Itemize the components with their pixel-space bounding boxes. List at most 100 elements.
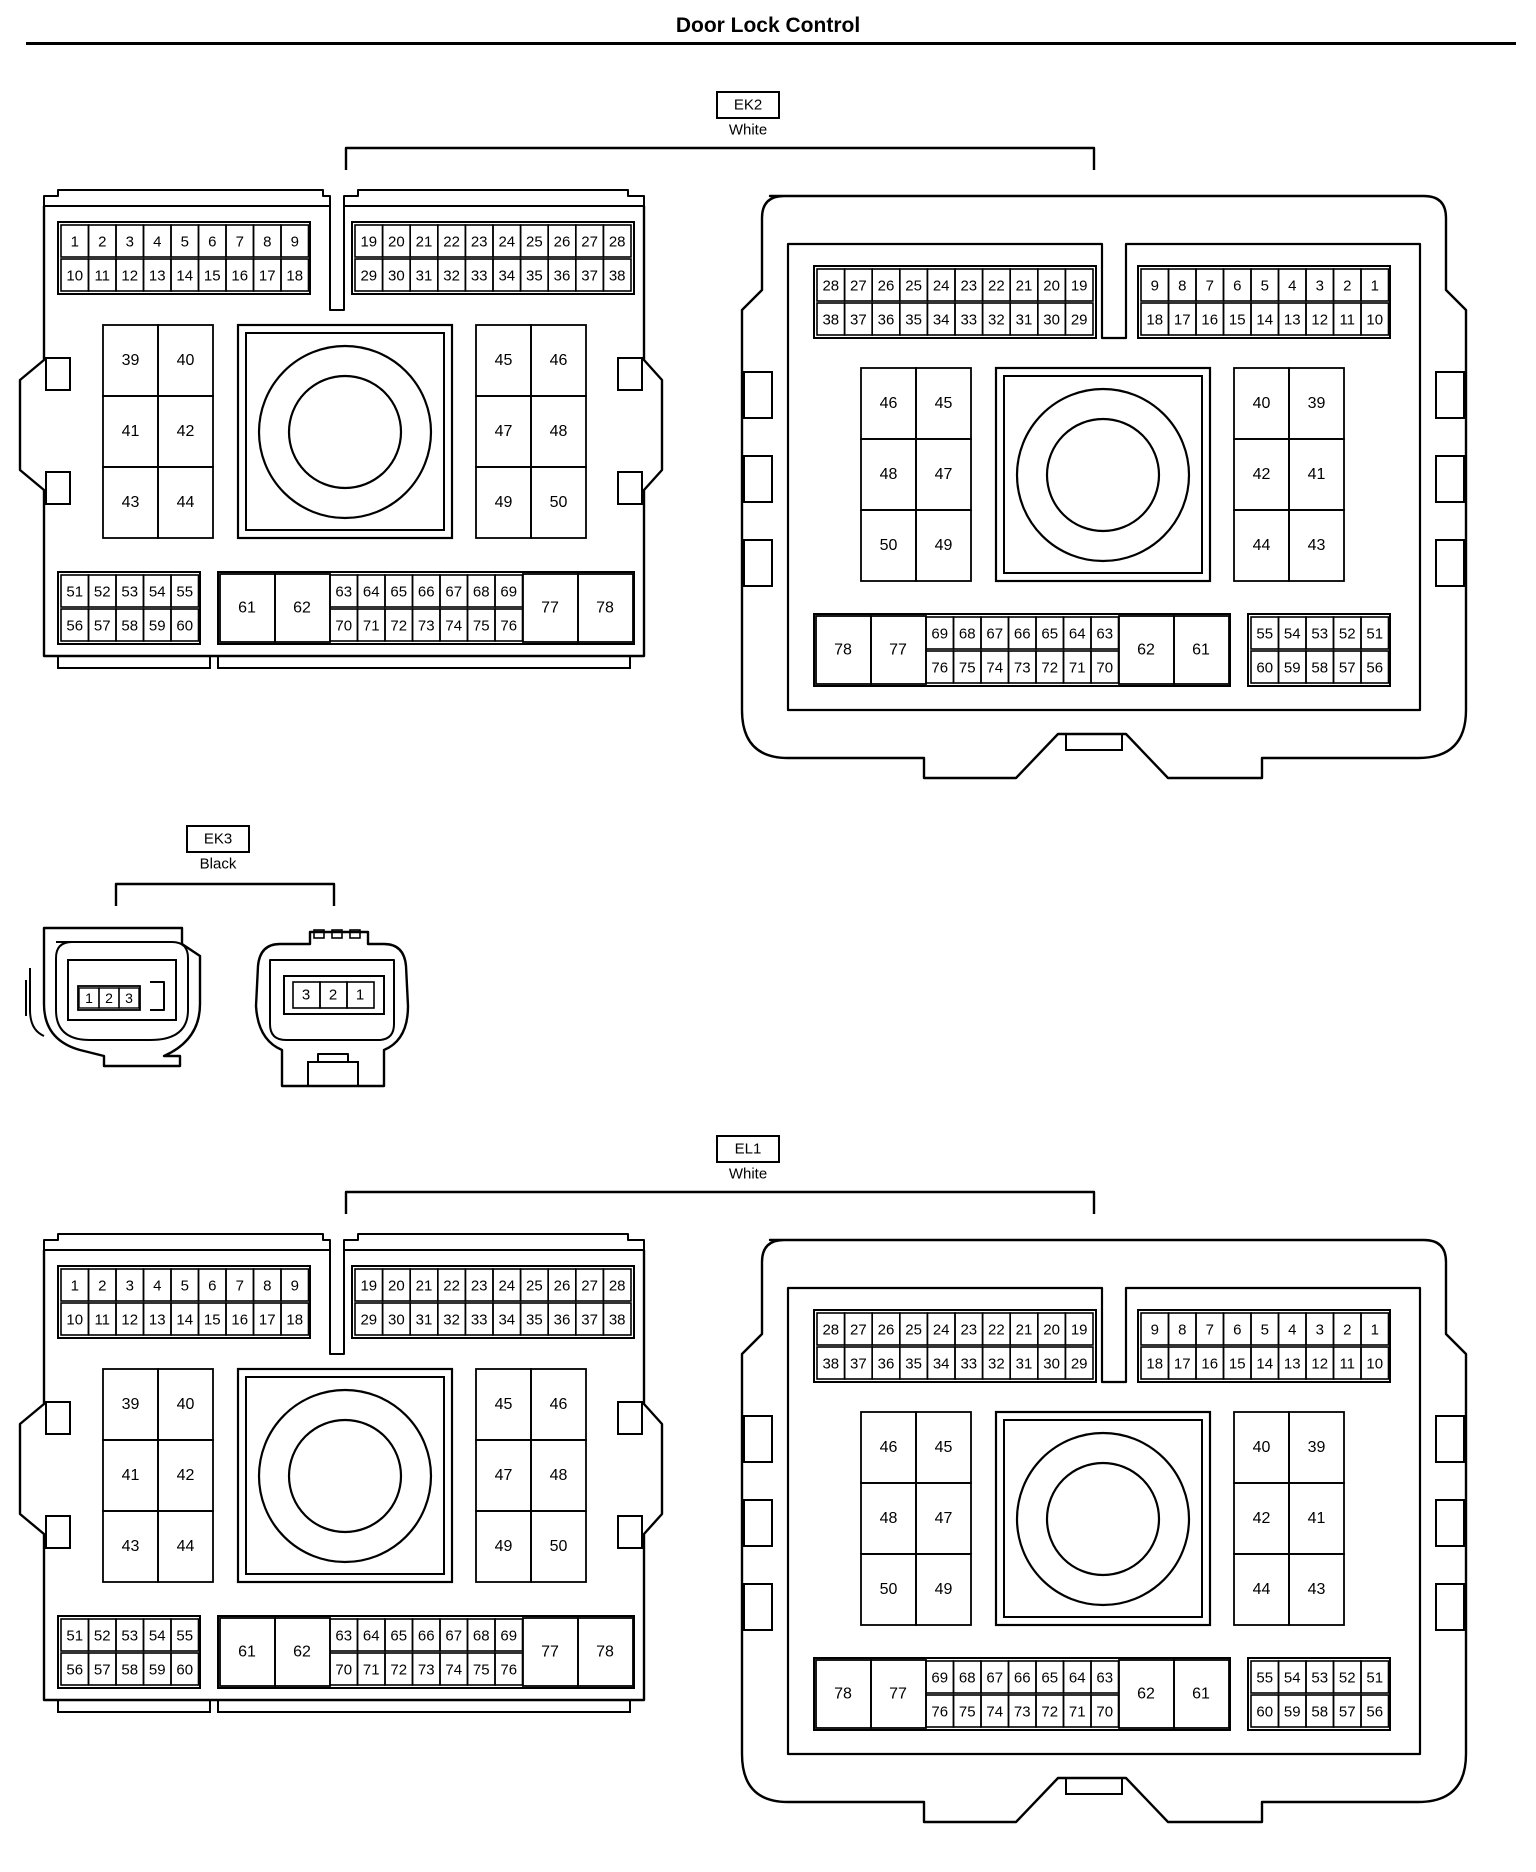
latch <box>743 455 773 503</box>
pin-label: 67 <box>445 1628 462 1645</box>
pin-label: 73 <box>418 618 435 635</box>
pin-cell <box>915 509 972 582</box>
pin-label: 42 <box>177 1467 195 1484</box>
pin-label: 19 <box>360 234 377 251</box>
pin-label: 53 <box>1311 1670 1328 1687</box>
pin-label: 29 <box>1071 1356 1088 1373</box>
pin-label: 7 <box>236 1278 244 1295</box>
pin-frame <box>1137 1309 1391 1383</box>
pin-label: 4 <box>1288 278 1296 295</box>
lock-lever-top <box>317 1053 349 1062</box>
pin-label: 10 <box>66 1312 83 1329</box>
pin-label: 34 <box>498 268 515 285</box>
pin-label: 23 <box>471 234 488 251</box>
pin-cell <box>274 573 331 643</box>
housing-foot <box>1065 1777 1123 1795</box>
pin-label: 25 <box>526 234 543 251</box>
pin-label: 47 <box>935 1510 953 1527</box>
pin-label: 77 <box>541 600 559 617</box>
pin-label: 23 <box>471 1278 488 1295</box>
pin-label: 36 <box>554 1312 571 1329</box>
pin-label: 74 <box>445 1662 462 1679</box>
pin-label: 14 <box>176 268 193 285</box>
pin-label: 14 <box>1256 312 1273 329</box>
pin-label: 61 <box>1192 642 1210 659</box>
pin-label: 58 <box>121 618 138 635</box>
pin-label: 48 <box>880 466 898 483</box>
pin-frame <box>217 571 635 645</box>
latch <box>617 471 643 505</box>
pin-cell <box>602 224 632 258</box>
pin-label: 38 <box>609 1312 626 1329</box>
pin-label: 43 <box>122 494 140 511</box>
pin-label: 37 <box>581 268 598 285</box>
pin-label: 8 <box>1178 1322 1186 1339</box>
connector-color-text: White <box>729 122 767 139</box>
pin-label: 29 <box>1071 312 1088 329</box>
pin-label: 38 <box>822 312 839 329</box>
pin-label: 73 <box>1014 1704 1031 1721</box>
pin-label: 19 <box>1071 1322 1088 1339</box>
pin-label: 25 <box>905 278 922 295</box>
pin-frame <box>1137 265 1391 339</box>
connector-bracket <box>344 1190 1096 1214</box>
pin-label: 65 <box>390 584 407 601</box>
pin-cell <box>170 574 200 608</box>
center-frame-inner <box>1003 1419 1203 1618</box>
pin-label: 42 <box>177 423 195 440</box>
pin-label: 28 <box>822 1322 839 1339</box>
pin-label: 38 <box>609 268 626 285</box>
pin-label: 46 <box>550 1396 568 1413</box>
latch-key <box>150 981 165 1011</box>
pin-label: 77 <box>889 1686 907 1703</box>
pin-label: 39 <box>1308 1439 1326 1456</box>
pin-label: 4 <box>153 234 161 251</box>
pin-frame <box>77 985 141 1011</box>
pin-label: 9 <box>291 234 299 251</box>
pin-label: 36 <box>878 312 895 329</box>
pin-frame <box>813 265 1097 339</box>
pin-label: 41 <box>122 1467 140 1484</box>
pin-label: 49 <box>935 1581 953 1598</box>
pin-label: 48 <box>550 1467 568 1484</box>
pin-frame <box>351 221 635 295</box>
pin-cell <box>1173 1659 1230 1729</box>
pin-label: 56 <box>1366 660 1383 677</box>
latch <box>45 357 71 391</box>
pin-label: 64 <box>1069 626 1086 643</box>
center-frame-outer <box>994 366 1212 583</box>
pin-label: 21 <box>1016 1322 1033 1339</box>
latch <box>743 371 773 419</box>
pin-label: 74 <box>986 660 1003 677</box>
pin-label: 3 <box>1316 1322 1324 1339</box>
pin-label: 51 <box>1366 1670 1383 1687</box>
page-title: Door Lock Control <box>675 14 861 37</box>
pin-frame <box>1247 1657 1391 1731</box>
pin-label: 36 <box>878 1356 895 1373</box>
pin-label: 72 <box>1041 1704 1058 1721</box>
pin-label: 50 <box>550 1538 568 1555</box>
pin-label: 16 <box>1201 1356 1218 1373</box>
pin-cell <box>1064 1312 1094 1346</box>
pin-label: 19 <box>360 1278 377 1295</box>
pin-label: 72 <box>390 1662 407 1679</box>
pin-label: 27 <box>581 234 598 251</box>
pin-cell <box>1064 1346 1094 1380</box>
housing-foot <box>57 655 211 669</box>
pin-frame <box>813 1309 1097 1383</box>
pin-label: 16 <box>1201 312 1218 329</box>
pin-label: 1 <box>1371 278 1379 295</box>
pin-label: 76 <box>931 660 948 677</box>
pin-label: 72 <box>1041 660 1058 677</box>
pin-label: 33 <box>471 268 488 285</box>
inner-frame <box>786 1286 1422 1756</box>
pin-label: 42 <box>1253 1510 1271 1527</box>
pin-label: 45 <box>495 1396 513 1413</box>
pin-label: 40 <box>177 1396 195 1413</box>
pin-label: 29 <box>360 268 377 285</box>
pin-label: 75 <box>473 1662 490 1679</box>
